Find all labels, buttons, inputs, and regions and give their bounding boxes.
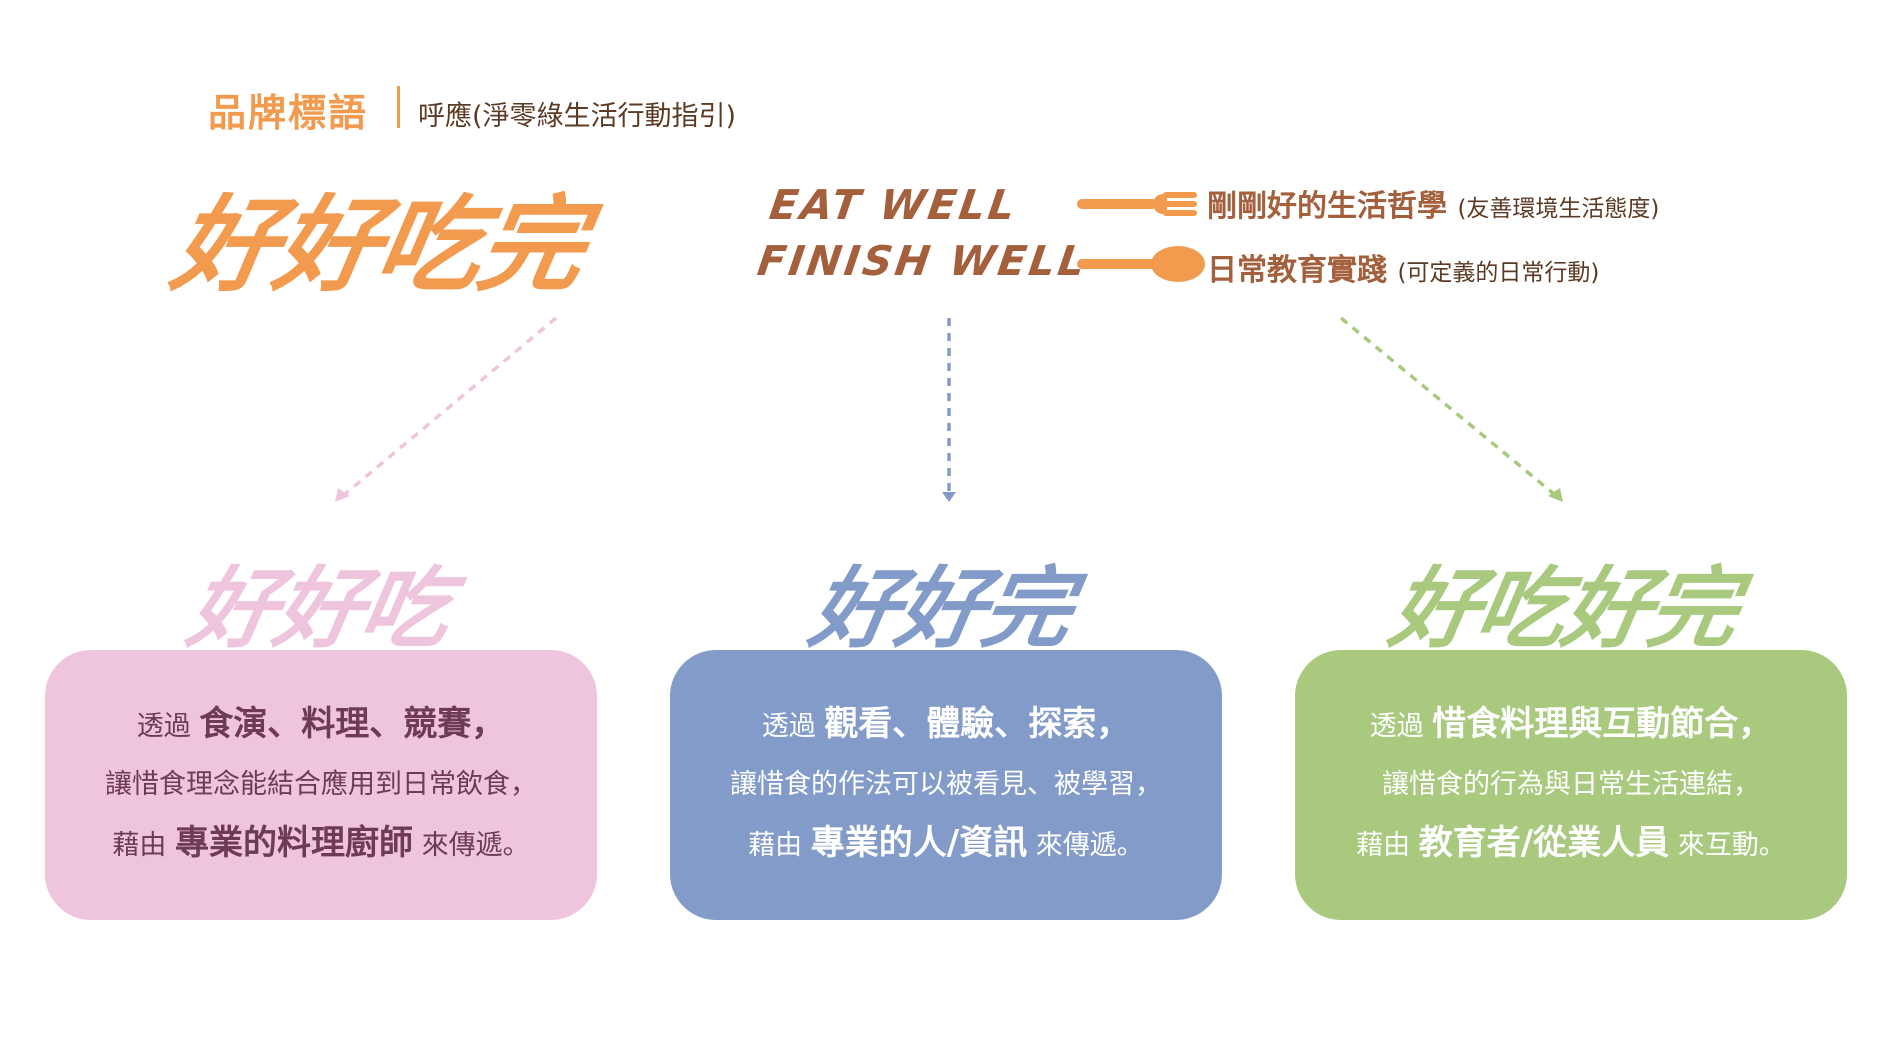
fork-icon	[1077, 186, 1197, 222]
description-box-eat: 透過 食演、料理、競賽， 讓惜食理念能結合應用到日常飲食， 藉由 專業的料理廚師…	[45, 650, 597, 920]
philosophy-label-2: 日常教育實踐	[1207, 253, 1387, 288]
box-line-2: 讓惜食理念能結合應用到日常飲食，	[105, 769, 537, 800]
brand-slogan-subtitle: 呼應(淨零綠生活行動指引)	[418, 101, 737, 132]
sub-logo-eat: 好好吃	[180, 557, 457, 660]
box-emphasis: 食演、料理、競賽，	[199, 704, 506, 744]
arrow-right	[1339, 316, 1556, 496]
box-text: 藉由	[748, 830, 803, 861]
box-emphasis: 觀看、體驗、探索，	[824, 704, 1131, 744]
title-divider	[397, 86, 400, 128]
box-text: 來互動。	[1677, 830, 1786, 861]
box-emphasis: 惜食料理與互動節合，	[1432, 704, 1773, 744]
box-text: 透過	[761, 711, 816, 742]
box-line-2: 讓惜食的行為與日常生活連結，	[1382, 769, 1760, 800]
box-line-3: 藉由 教育者/從業人員 來互動。	[1356, 814, 1786, 875]
box-line-1: 透過 觀看、體驗、探索，	[762, 695, 1131, 756]
sub-logo-eat-finish: 好吃好完	[1382, 557, 1745, 660]
box-line-2: 讓惜食的作法可以被看見、被學習，	[730, 769, 1162, 800]
box-line-3: 藉由 專業的料理廚師 來傳遞。	[112, 814, 529, 875]
box-line-1: 透過 食演、料理、競賽，	[137, 695, 506, 756]
philosophy-note-2: (可定義的日常行動)	[1397, 260, 1600, 286]
box-emphasis: 教育者/從業人員	[1418, 823, 1670, 863]
box-text: 透過	[136, 711, 191, 742]
arrowhead-left	[335, 488, 350, 502]
description-box-finish: 透過 觀看、體驗、探索， 讓惜食的作法可以被看見、被學習， 藉由 專業的人/資訊…	[670, 650, 1222, 920]
sub-logo-finish: 好好完	[802, 557, 1079, 660]
box-emphasis: 專業的人/資訊	[810, 823, 1028, 863]
box-text: 藉由	[112, 830, 167, 861]
spoon-icon	[1077, 246, 1205, 282]
brand-slogan-title: 品牌標語	[208, 91, 369, 135]
box-line-3: 藉由 專業的人/資訊 來傳遞。	[748, 814, 1144, 875]
philosophy-item-2: 日常教育實踐 (可定義的日常行動)	[1207, 245, 1599, 289]
box-text: 透過	[1369, 711, 1424, 742]
box-text: 來傳遞。	[1035, 830, 1144, 861]
description-box-eat-finish: 透過 惜食料理與互動節合， 讓惜食的行為與日常生活連結， 藉由 教育者/從業人員…	[1295, 650, 1847, 920]
arrow-left	[343, 316, 558, 496]
box-text: 藉由	[1356, 830, 1411, 861]
philosophy-note-1: (友善環境生活態度)	[1457, 196, 1660, 222]
arrowhead-right	[1548, 488, 1563, 502]
philosophy-label-1: 剛剛好的生活哲學	[1207, 189, 1447, 224]
philosophy-item-1: 剛剛好的生活哲學 (友善環境生活態度)	[1207, 181, 1659, 225]
box-emphasis: 專業的料理廚師	[175, 823, 413, 863]
arrowhead-center	[942, 492, 956, 502]
box-text: 來傳遞。	[421, 830, 530, 861]
box-line-1: 透過 惜食料理與互動節合，	[1370, 695, 1773, 756]
